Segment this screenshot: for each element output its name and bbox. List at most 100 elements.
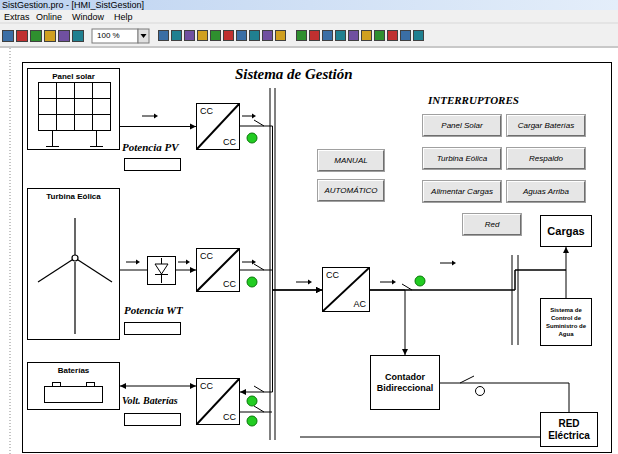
node-text: Respaldo [529,154,563,163]
wind-turbine-box: Turbina Eólica [27,188,120,340]
node-text: RED Eléctrica [543,418,595,442]
connector-line [120,386,196,387]
node-text: Baterías [58,366,90,375]
node-text: Cargar Baterías [518,121,574,130]
switch-button: Red [463,214,521,235]
toolbar-icon [263,31,273,41]
menu-item: Online [36,12,62,22]
node-text: Cargas [547,225,584,238]
toolbar-icon [276,31,286,41]
node-text: CC [326,270,339,280]
connector [370,290,408,355]
arrowhead [120,383,126,389]
node-text: MANUAL [334,156,367,165]
power-label: Potencia PV [122,141,179,154]
dc-ac-inverter: CC AC [322,267,370,312]
connector-line [370,270,566,298]
arrowhead [240,389,246,395]
node-subtext: CC [223,279,236,289]
node-text: Sistema de Control de Suministro de Agua [543,306,589,338]
toolbar-icon [198,31,208,41]
connector [120,383,196,389]
toolbar-icon [401,31,411,41]
connector [120,124,196,130]
node-subtext: CC [223,137,236,147]
node-text: Aguas Arriba [523,187,569,196]
water-control-box: Sistema de Control de Suministro de Agua [540,298,592,346]
switch-button: Cargar Baterías [507,115,585,136]
connector-line [370,247,566,290]
switch-button: Aguas Arriba [507,181,585,202]
toolbar-icon [414,31,424,41]
diagonal-line [197,379,239,424]
menu-item: Window [72,12,104,22]
toolbar-icon [211,31,221,41]
toolbar-icon [310,31,320,41]
node-subtext: CC [223,412,236,422]
diagonal-line [323,268,369,311]
connector [370,270,566,298]
node-text: Panel Solar [441,121,482,130]
switch-button: Alimentar Cargas [423,181,501,202]
toolbar-icon [17,31,28,42]
toolbar-icon [362,31,372,41]
toolbar-icon [185,31,195,41]
dc-dc-converter: CC CC [196,248,240,292]
toolbar-icon [375,31,385,41]
menu-item: Extras [4,12,30,22]
node-text: Alimentar Cargas [431,187,493,196]
toolbar-icon [159,31,169,41]
node-text: Red [485,220,500,229]
switch-button: Panel Solar [423,115,501,136]
connector-line [120,126,196,127]
bidirectional-meter-box: Contador Bidireccional [370,355,440,410]
diagonal-line [197,104,239,149]
toolbar-icon [323,31,333,41]
node-text: CC [200,381,213,391]
connector [240,287,322,395]
connector-line [240,270,322,290]
connector-line [240,290,322,392]
dc-dc-converter: CC CC [196,378,240,425]
node-text: AUTOMÁTICO [324,186,377,195]
node-text: Turbina Eólica [437,154,488,163]
node-text: Contador Bidireccional [373,372,437,394]
voltage-label: Volt. Baterías [122,395,178,407]
connector [240,126,322,293]
toolbar-icon [237,31,247,41]
switch-button: Respaldo [507,148,585,169]
dc-dc-converter: CCCC [196,103,240,150]
load-box: Cargas [540,215,592,247]
window-title: SistGestion.pro - [HMI_SistGestion] [2,0,144,10]
toolbar-icon [3,31,14,42]
switch-panel-heading: INTERRUPTORES [428,94,519,107]
connector-line [440,383,569,412]
node-subtext: AC [353,299,366,309]
toolbar-icon [336,31,346,41]
toolbar-icon [297,31,307,41]
arrowhead [563,247,569,253]
node-text: CC [200,251,213,261]
connector [370,247,569,290]
switch-button: Turbina Eólica [423,148,501,169]
battery-box: Baterías [27,362,120,410]
menu-item: Help [114,12,133,22]
connector [440,383,569,412]
toolbar-icon [349,31,359,41]
node-text: Turbina Eólica [46,192,101,201]
grid-box: RED Eléctrica [540,412,598,447]
diagram-title: Sistema de Gestión [235,66,353,83]
solar-panel-box: Panel solar [27,68,120,150]
toolbar-icon [59,31,70,42]
zoom-value: 100 % [97,31,120,41]
toolbar-icon [250,31,260,41]
diagonal-line [197,249,239,291]
toolbar-icon [224,31,234,41]
toolbar-icon [31,31,42,42]
toolbar-icon [45,31,56,42]
node-text: Panel solar [52,72,95,81]
mode-button: AUTOMÁTICO [318,180,384,201]
connector-line [240,126,322,290]
toolbar-icon [388,31,398,41]
